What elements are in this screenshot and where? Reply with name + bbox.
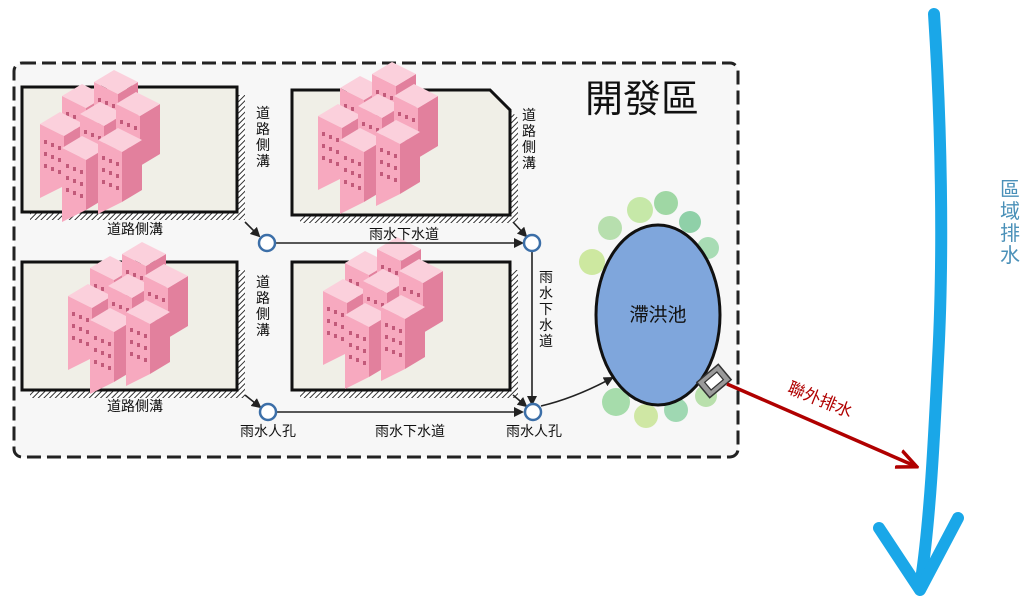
manhole [258,402,278,422]
pipe-to-pond [540,377,614,407]
pipe-segment [512,221,528,238]
detention-pond-label: 滯洪池 [629,304,686,326]
lot-top-right [290,62,518,223]
outlet-structure [695,363,733,399]
detention-pond [594,223,722,407]
lot-top-left [20,70,245,222]
pipe-segment [512,394,528,408]
manhole [522,233,542,253]
regional-drainage-river [915,8,948,586]
river-arrowhead [873,512,964,596]
outfall-arrow [726,382,915,466]
pipe-segment [244,394,262,409]
lot-bottom-right [290,237,518,398]
outfall-label: 聯外排水 [785,378,856,422]
label-roadside-ditch-vertical: 道路側溝 [522,108,536,172]
label-rainwater-sewer: 雨水下水道 [369,227,439,243]
manhole [257,233,277,253]
pipe-segment [244,221,261,238]
label-roadside-ditch-vertical: 道路側溝 [256,275,270,339]
label-roadside-ditch-vertical: 道路側溝 [256,106,270,170]
manhole [523,402,543,422]
label-rainwater-manhole: 雨水人孔 [240,424,296,440]
label-rainwater-sewer: 雨水下水道 [375,424,445,440]
lot-bottom-left [20,242,245,398]
label-roadside-ditch: 道路側溝 [107,222,163,238]
label-regional-drainage: 區域排水 [1000,177,1020,267]
development-area-title: 開發區 [585,77,699,121]
label-rainwater-sewer-vertical: 雨水下水道 [539,270,553,350]
label-roadside-ditch: 道路側溝 [107,399,163,415]
label-rainwater-manhole: 雨水人孔 [506,424,562,440]
